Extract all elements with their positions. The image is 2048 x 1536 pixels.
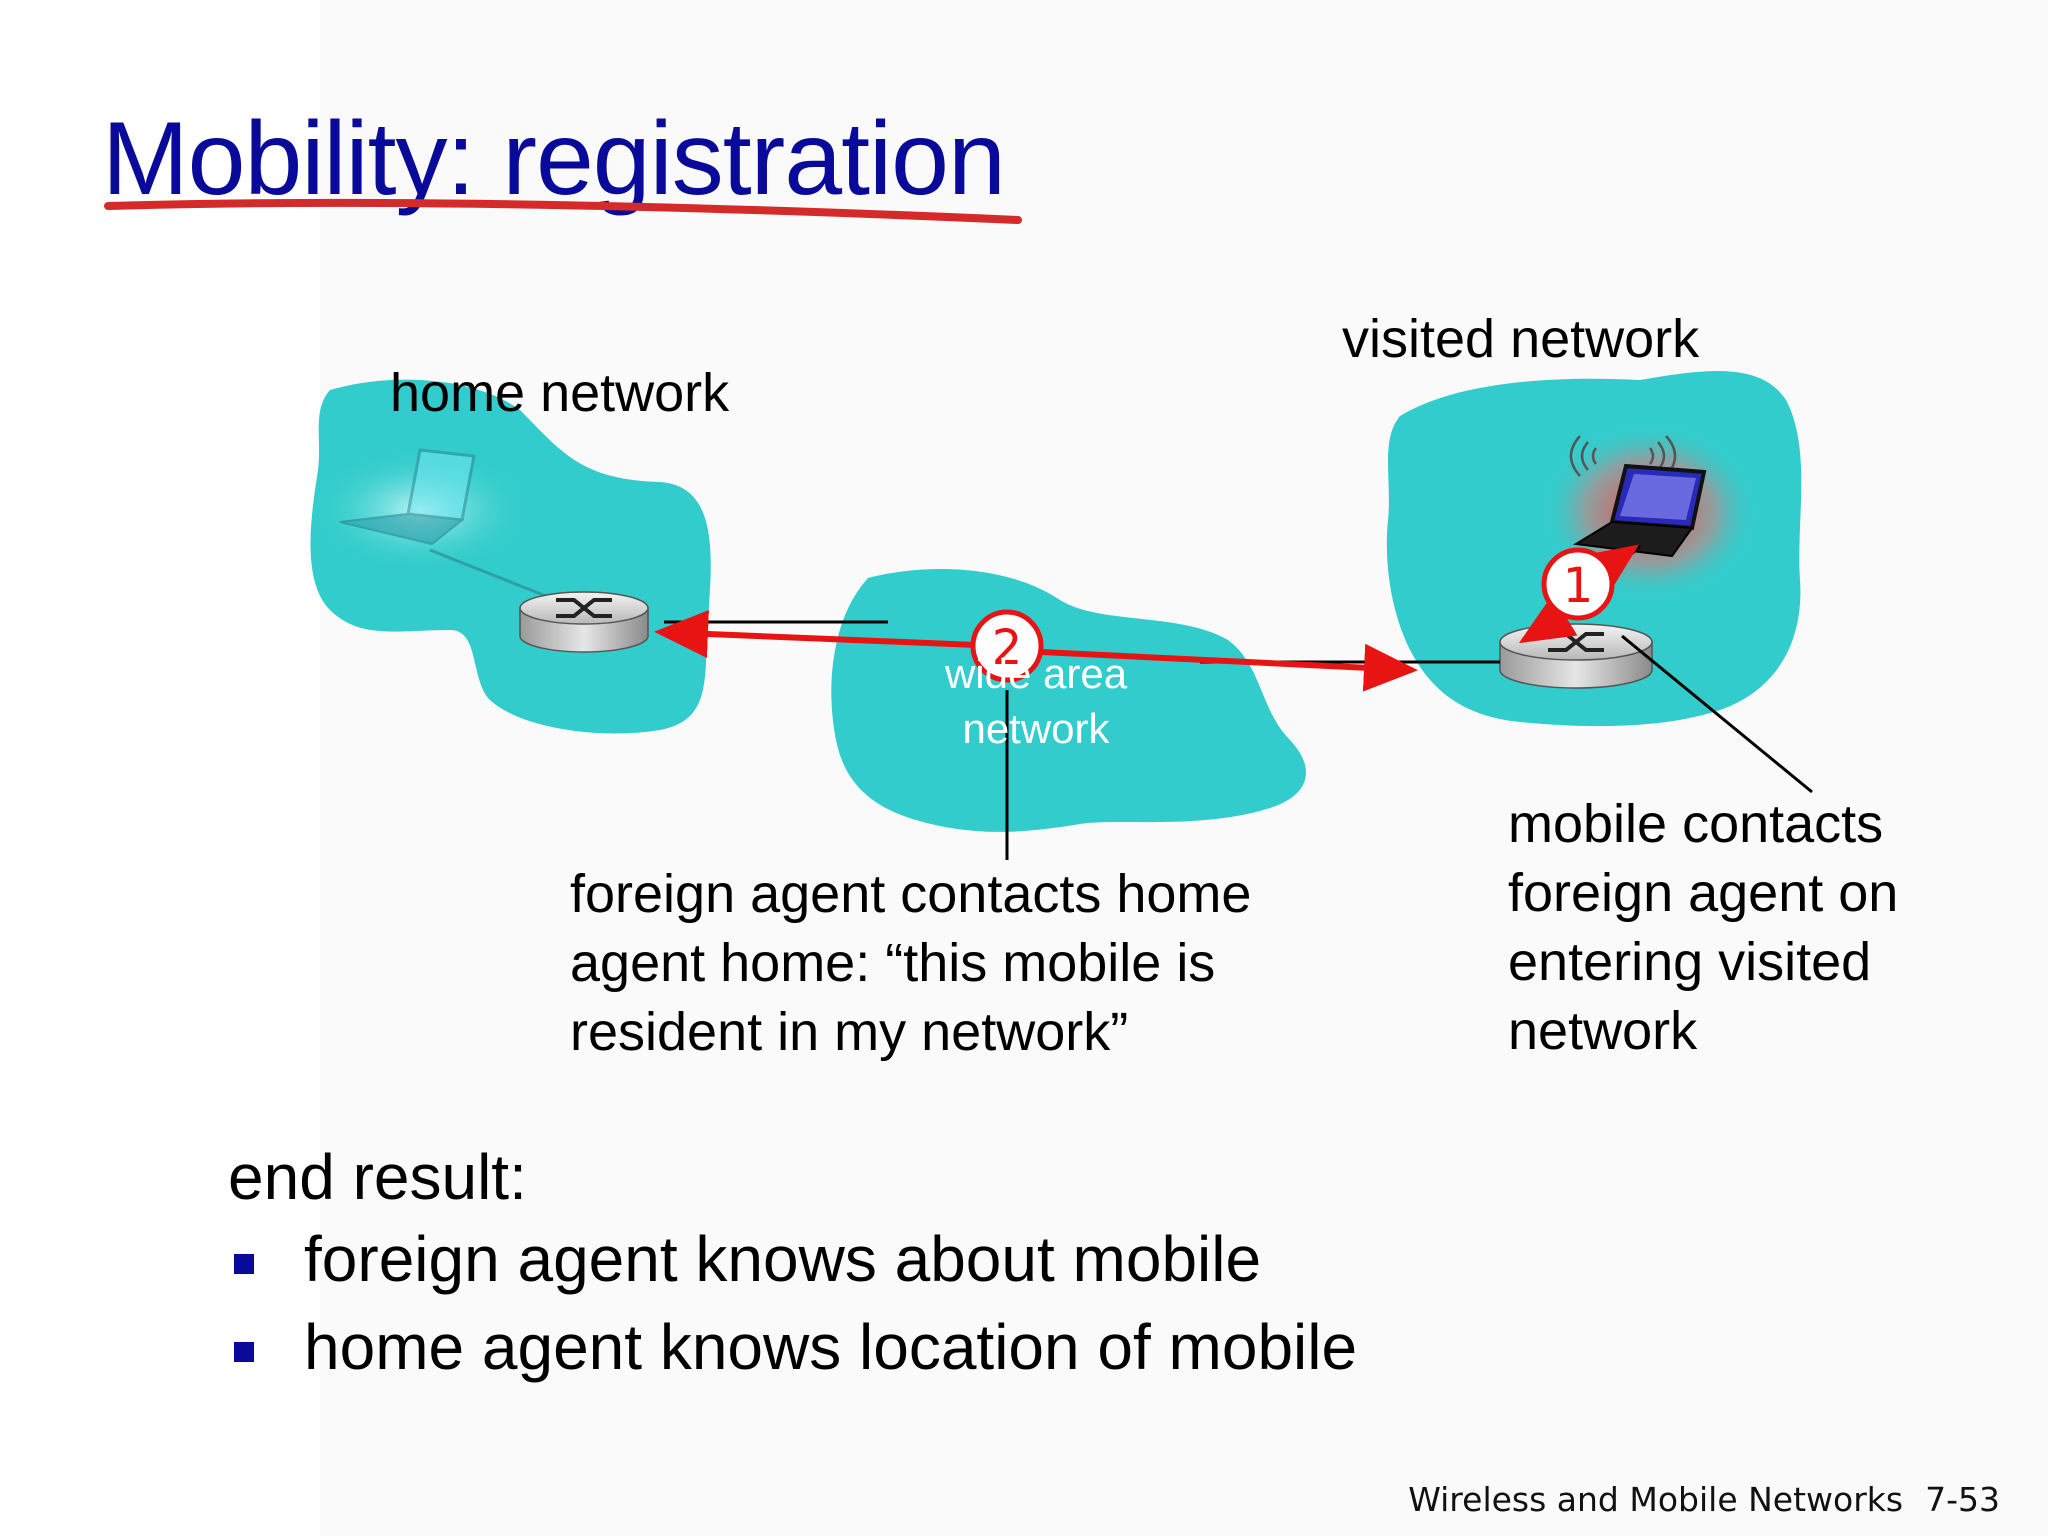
- laptop-icon: [339, 448, 557, 602]
- home-network-label: home network: [390, 363, 730, 423]
- router-icon: [519, 591, 649, 653]
- slide-title: Mobility: registration: [102, 101, 1006, 217]
- bullet-square-icon: [234, 1254, 254, 1274]
- mobile-arrow-to-laptop: [1580, 544, 1639, 596]
- bullet-square-icon: [234, 1342, 254, 1362]
- wan-cloud: [831, 568, 1307, 832]
- step-2-marker: 2: [970, 609, 1044, 683]
- wan-label: wide area network: [906, 646, 1166, 756]
- svg-text:1: 1: [1563, 558, 1594, 614]
- wan-label-line2: network: [962, 705, 1110, 752]
- callout-leader-step1: [1621, 634, 1813, 794]
- footer-text: Wireless and Mobile Networks: [1408, 1480, 1904, 1519]
- title-underline: [104, 198, 1022, 224]
- foreign-agent-callout: foreign agent contacts home agent home: …: [570, 864, 1252, 1062]
- end-result-heading: end result:: [228, 1141, 527, 1213]
- page-number: 7-53: [1925, 1480, 2000, 1519]
- bullet-text: foreign agent knows about mobile: [304, 1223, 1262, 1295]
- mobile-callout: mobile contacts foreign agent on enterin…: [1508, 794, 1899, 1061]
- step-1-marker: 1: [1541, 547, 1615, 621]
- bullet-text: home agent knows location of mobile: [304, 1311, 1358, 1383]
- registration-arrow-to-home: [654, 609, 1001, 658]
- wan-label-line1: wide area: [944, 650, 1128, 697]
- router-icon: [1499, 623, 1653, 689]
- registration-arrow-to-visited: [999, 643, 1418, 692]
- visited-network-label: visited network: [1342, 309, 1700, 369]
- svg-text:2: 2: [992, 620, 1023, 676]
- slide-footer: Wireless and Mobile Networks 7-53: [1408, 1480, 2000, 1519]
